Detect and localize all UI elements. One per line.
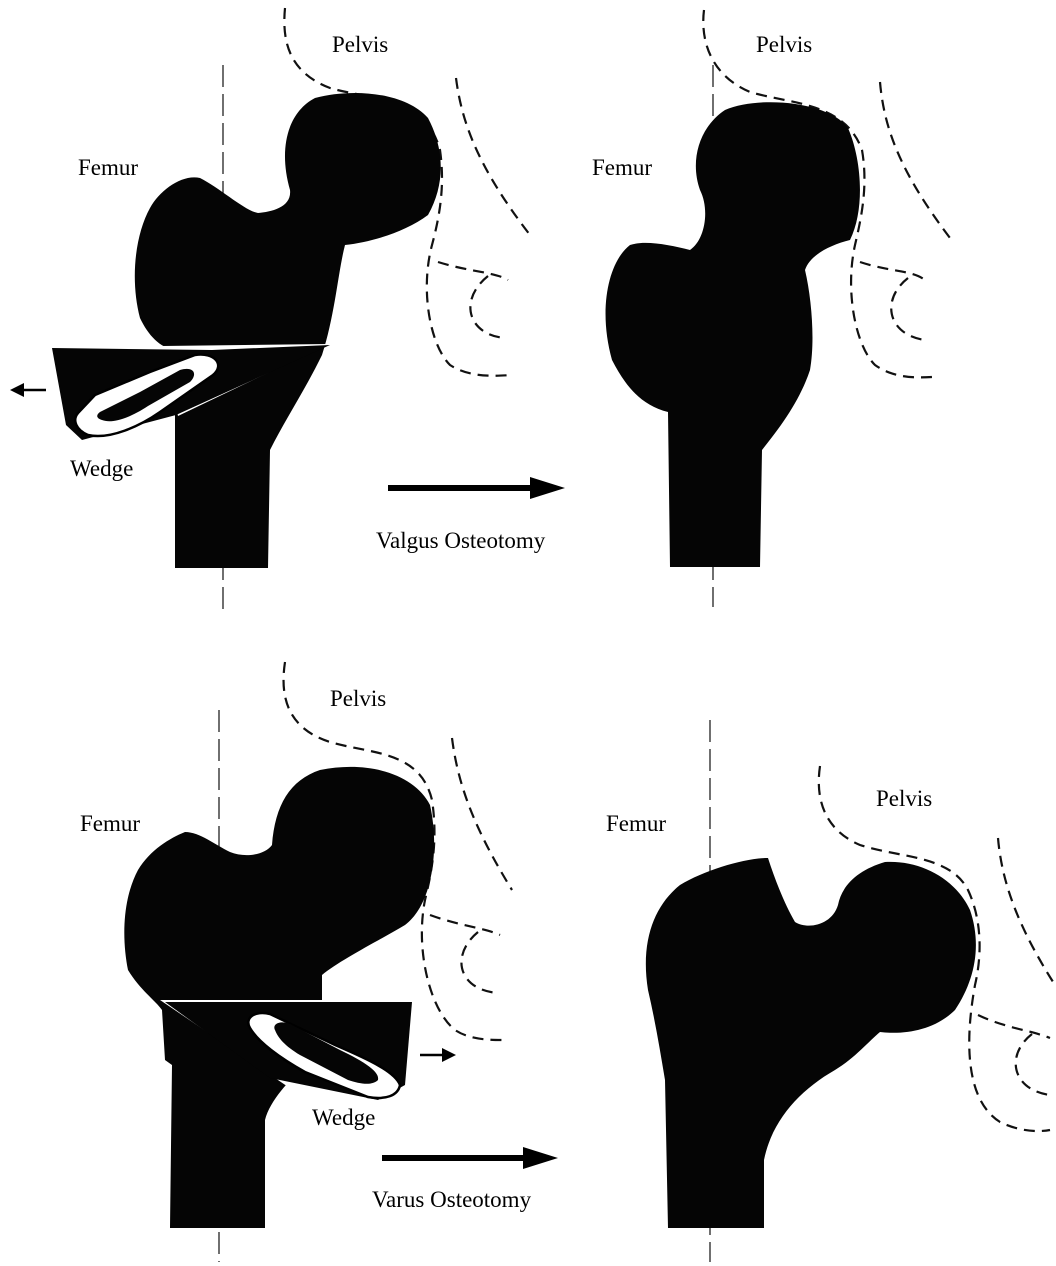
valgus-after-panel: Pelvis Femur (592, 10, 950, 607)
wedge-label: Wedge (312, 1105, 375, 1130)
acetabulum-rim (880, 82, 950, 238)
pelvis-label: Pelvis (876, 786, 932, 811)
varus-after-panel: Pelvis Femur (606, 720, 1055, 1262)
femur-label: Femur (592, 155, 652, 180)
wedge-label: Wedge (70, 456, 133, 481)
pelvis-label: Pelvis (330, 686, 386, 711)
valgus-arrow-head (530, 477, 565, 499)
varus-arrow-head (523, 1147, 558, 1169)
valgus-osteotomy-caption: Valgus Osteotomy (376, 528, 546, 553)
acetabulum-inner-curve (438, 262, 508, 280)
acetabulum-rim (998, 838, 1055, 985)
obturator-curve (470, 276, 505, 338)
wedge-removal-arrow-head (10, 383, 24, 397)
acetabulum-rim (452, 738, 512, 890)
obturator-curve (461, 932, 498, 993)
femur-label: Femur (606, 811, 666, 836)
acetabulum-rim (456, 78, 530, 235)
varus-osteotomy-caption: Varus Osteotomy (372, 1187, 532, 1212)
obturator-curve (891, 278, 925, 340)
valgus-before-panel: Pelvis Femur Wedge (10, 8, 530, 612)
wedge-removal-arrow-head (442, 1048, 456, 1062)
pelvis-label: Pelvis (332, 32, 388, 57)
valgus-transition: Valgus Osteotomy (376, 477, 565, 553)
femur-shape (646, 858, 976, 1228)
femur-label: Femur (80, 811, 140, 836)
femur-label: Femur (78, 155, 138, 180)
femur-shape (135, 93, 441, 568)
varus-before-panel: Pelvis Femur Wedge (80, 662, 512, 1262)
obturator-curve (1016, 1034, 1050, 1095)
acetabulum-inner-curve (860, 262, 925, 280)
acetabulum-inner-curve (978, 1015, 1050, 1038)
acetabulum-inner-curve (430, 915, 500, 935)
varus-transition: Varus Osteotomy (372, 1147, 558, 1212)
pelvis-label: Pelvis (756, 32, 812, 57)
